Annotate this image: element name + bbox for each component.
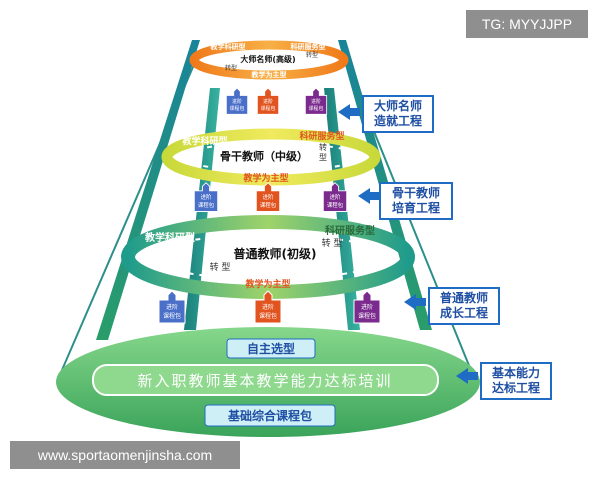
tier-master-title: 大师名师(高级) bbox=[240, 54, 295, 64]
package-badge-shape bbox=[255, 182, 281, 212]
package-label-bottom: 课程包 bbox=[309, 105, 324, 112]
tier-master-turn-label-2: 转型 bbox=[225, 64, 237, 72]
side-label-backbone-line2: 培育工程 bbox=[391, 201, 440, 215]
arrow-base-icon bbox=[456, 368, 478, 384]
advanced-course-packages: 进阶课程包进阶课程包进阶课程包进阶课程包进阶课程包进阶课程包进阶课程包进阶课程包… bbox=[158, 87, 381, 324]
package-badge-shape bbox=[254, 290, 282, 324]
tier-backbone-turn-label-1: 转 bbox=[319, 142, 327, 152]
package-badge-shape bbox=[322, 182, 348, 212]
side-label-backbone-line1: 骨干教师 bbox=[391, 186, 440, 200]
tier-master-inner-dashes bbox=[206, 51, 332, 69]
base-level: 自主选型 新入职教师基本教学能力达标培训 基础综合课程包 bbox=[56, 327, 480, 437]
tier-ordinary-turn-label-1: 转 型 bbox=[322, 237, 343, 249]
side-label-master-line1: 大师名师 bbox=[373, 99, 422, 113]
package-label-bottom: 课程包 bbox=[327, 201, 344, 209]
base-main-label: 新入职教师基本教学能力达标培训 bbox=[137, 372, 392, 390]
tier-backbone-teacher: 教学科研型 科研服务型 教学为主型 骨干教师（中级） 转 型 bbox=[161, 128, 381, 186]
watermark-top: TG: MYYJJPP bbox=[466, 10, 588, 38]
tier-backbone-bottom-label: 教学为主型 bbox=[242, 172, 288, 184]
package-label-bottom: 课程包 bbox=[260, 201, 277, 209]
package-label-bottom: 课程包 bbox=[230, 105, 245, 112]
side-label-ordinary-line1: 普通教师 bbox=[439, 291, 488, 305]
tier-master-bottom-label: 教学为主型 bbox=[251, 70, 287, 79]
package-label-top: 进阶 bbox=[263, 193, 274, 201]
tier-master-left-label: 教学科研型 bbox=[210, 42, 246, 51]
package-label-top: 进阶 bbox=[361, 303, 373, 311]
arrow-master-icon bbox=[338, 104, 360, 120]
tier-master-turn-label-1: 转型 bbox=[306, 51, 318, 59]
side-label-basic-line2: 达标工程 bbox=[491, 381, 540, 395]
package-badge-shape bbox=[304, 87, 328, 115]
tier-backbone-title: 骨干教师（中级） bbox=[220, 149, 308, 163]
package-label-bottom: 课程包 bbox=[163, 312, 181, 320]
package-label-top: 进阶 bbox=[263, 98, 273, 105]
tier-ordinary-left-label: 教学科研型 bbox=[144, 231, 195, 244]
tier-master-right-label: 科研服务型 bbox=[291, 42, 326, 51]
side-label-master-line2: 造就工程 bbox=[373, 114, 422, 128]
base-main-bar bbox=[92, 364, 439, 396]
package-label-bottom: 课程包 bbox=[261, 105, 276, 112]
package-badge-shape bbox=[225, 87, 249, 115]
base-package-tab bbox=[204, 404, 336, 427]
self-select-tab bbox=[226, 338, 316, 359]
package-label-bottom: 课程包 bbox=[358, 312, 376, 320]
side-label-ordinary-line2: 成长工程 bbox=[439, 306, 488, 320]
tier-backbone-ring bbox=[161, 128, 381, 186]
tier-backbone-inner-dashes bbox=[182, 142, 360, 172]
package-label-top: 进阶 bbox=[232, 98, 242, 105]
tier-backbone-turn-label-2: 型 bbox=[319, 153, 327, 162]
tier-backbone-right-label: 科研服务型 bbox=[299, 130, 344, 142]
side-label-basic-line1: 基本能力 bbox=[491, 366, 540, 380]
package-label-top: 进阶 bbox=[201, 193, 212, 201]
arrow-backbone-icon bbox=[358, 188, 379, 204]
package-label-top: 进阶 bbox=[311, 98, 321, 105]
base-package-tab-label: 基础综合课程包 bbox=[227, 408, 312, 423]
watermark-bottom: www.sportaomenjinsha.com bbox=[10, 441, 240, 469]
arrow-ordinary-icon bbox=[404, 294, 426, 310]
tier-ordinary-teacher: 教学科研型 科研服务型 教学为主型 普通教师(初级) 转 型 转 型 bbox=[121, 215, 415, 299]
tier-master-ring bbox=[189, 40, 349, 80]
package-badge-shape bbox=[256, 87, 280, 115]
package-badge-shape bbox=[353, 290, 381, 324]
package-badge-shape bbox=[193, 182, 219, 212]
tier-ordinary-inner-dashes bbox=[149, 234, 387, 280]
side-label-basic-project: 基本能力 达标工程 bbox=[480, 362, 552, 400]
tier-master-teacher: 教学科研型 科研服务型 教学为主型 大师名师(高级) 转型 转型 bbox=[189, 40, 349, 80]
package-label-bottom: 课程包 bbox=[198, 201, 215, 209]
self-select-tab-label: 自主选型 bbox=[247, 341, 295, 356]
package-label-top: 进阶 bbox=[330, 193, 341, 201]
package-badge-shape bbox=[158, 290, 186, 324]
tier-ordinary-title: 普通教师(初级) bbox=[234, 246, 317, 261]
package-label-bottom: 课程包 bbox=[259, 312, 277, 320]
tier-ordinary-turn-label-2: 转 型 bbox=[210, 261, 231, 273]
tier-ordinary-right-label: 科研服务型 bbox=[325, 224, 375, 237]
package-label-top: 进阶 bbox=[262, 303, 274, 311]
left-pole bbox=[96, 40, 200, 340]
side-arrows bbox=[338, 104, 478, 384]
side-label-ordinary-project: 普通教师 成长工程 bbox=[428, 287, 500, 325]
side-label-backbone-project: 骨干教师 培育工程 bbox=[379, 182, 453, 220]
side-label-master-project: 大师名师 造就工程 bbox=[362, 95, 434, 133]
tier-backbone-left-label: 教学科研型 bbox=[181, 135, 227, 147]
tier-ordinary-bottom-label: 教学为主型 bbox=[244, 278, 290, 290]
package-label-top: 进阶 bbox=[166, 303, 178, 311]
